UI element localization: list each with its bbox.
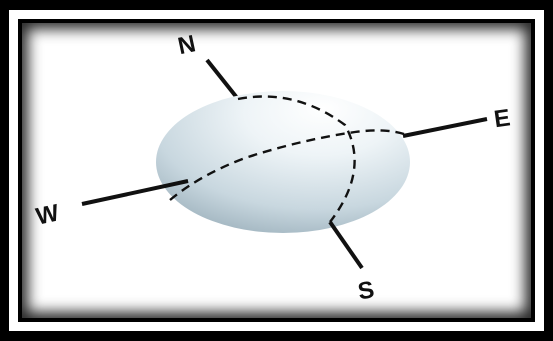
north-label: N: [176, 30, 199, 60]
south-axis-line: [330, 222, 362, 268]
south-label: S: [356, 276, 376, 305]
ellipsoid: [156, 91, 410, 233]
east-axis-line: [403, 119, 487, 136]
east-label: E: [492, 104, 512, 133]
north-axis-line: [207, 60, 238, 99]
west-label: W: [34, 199, 62, 230]
